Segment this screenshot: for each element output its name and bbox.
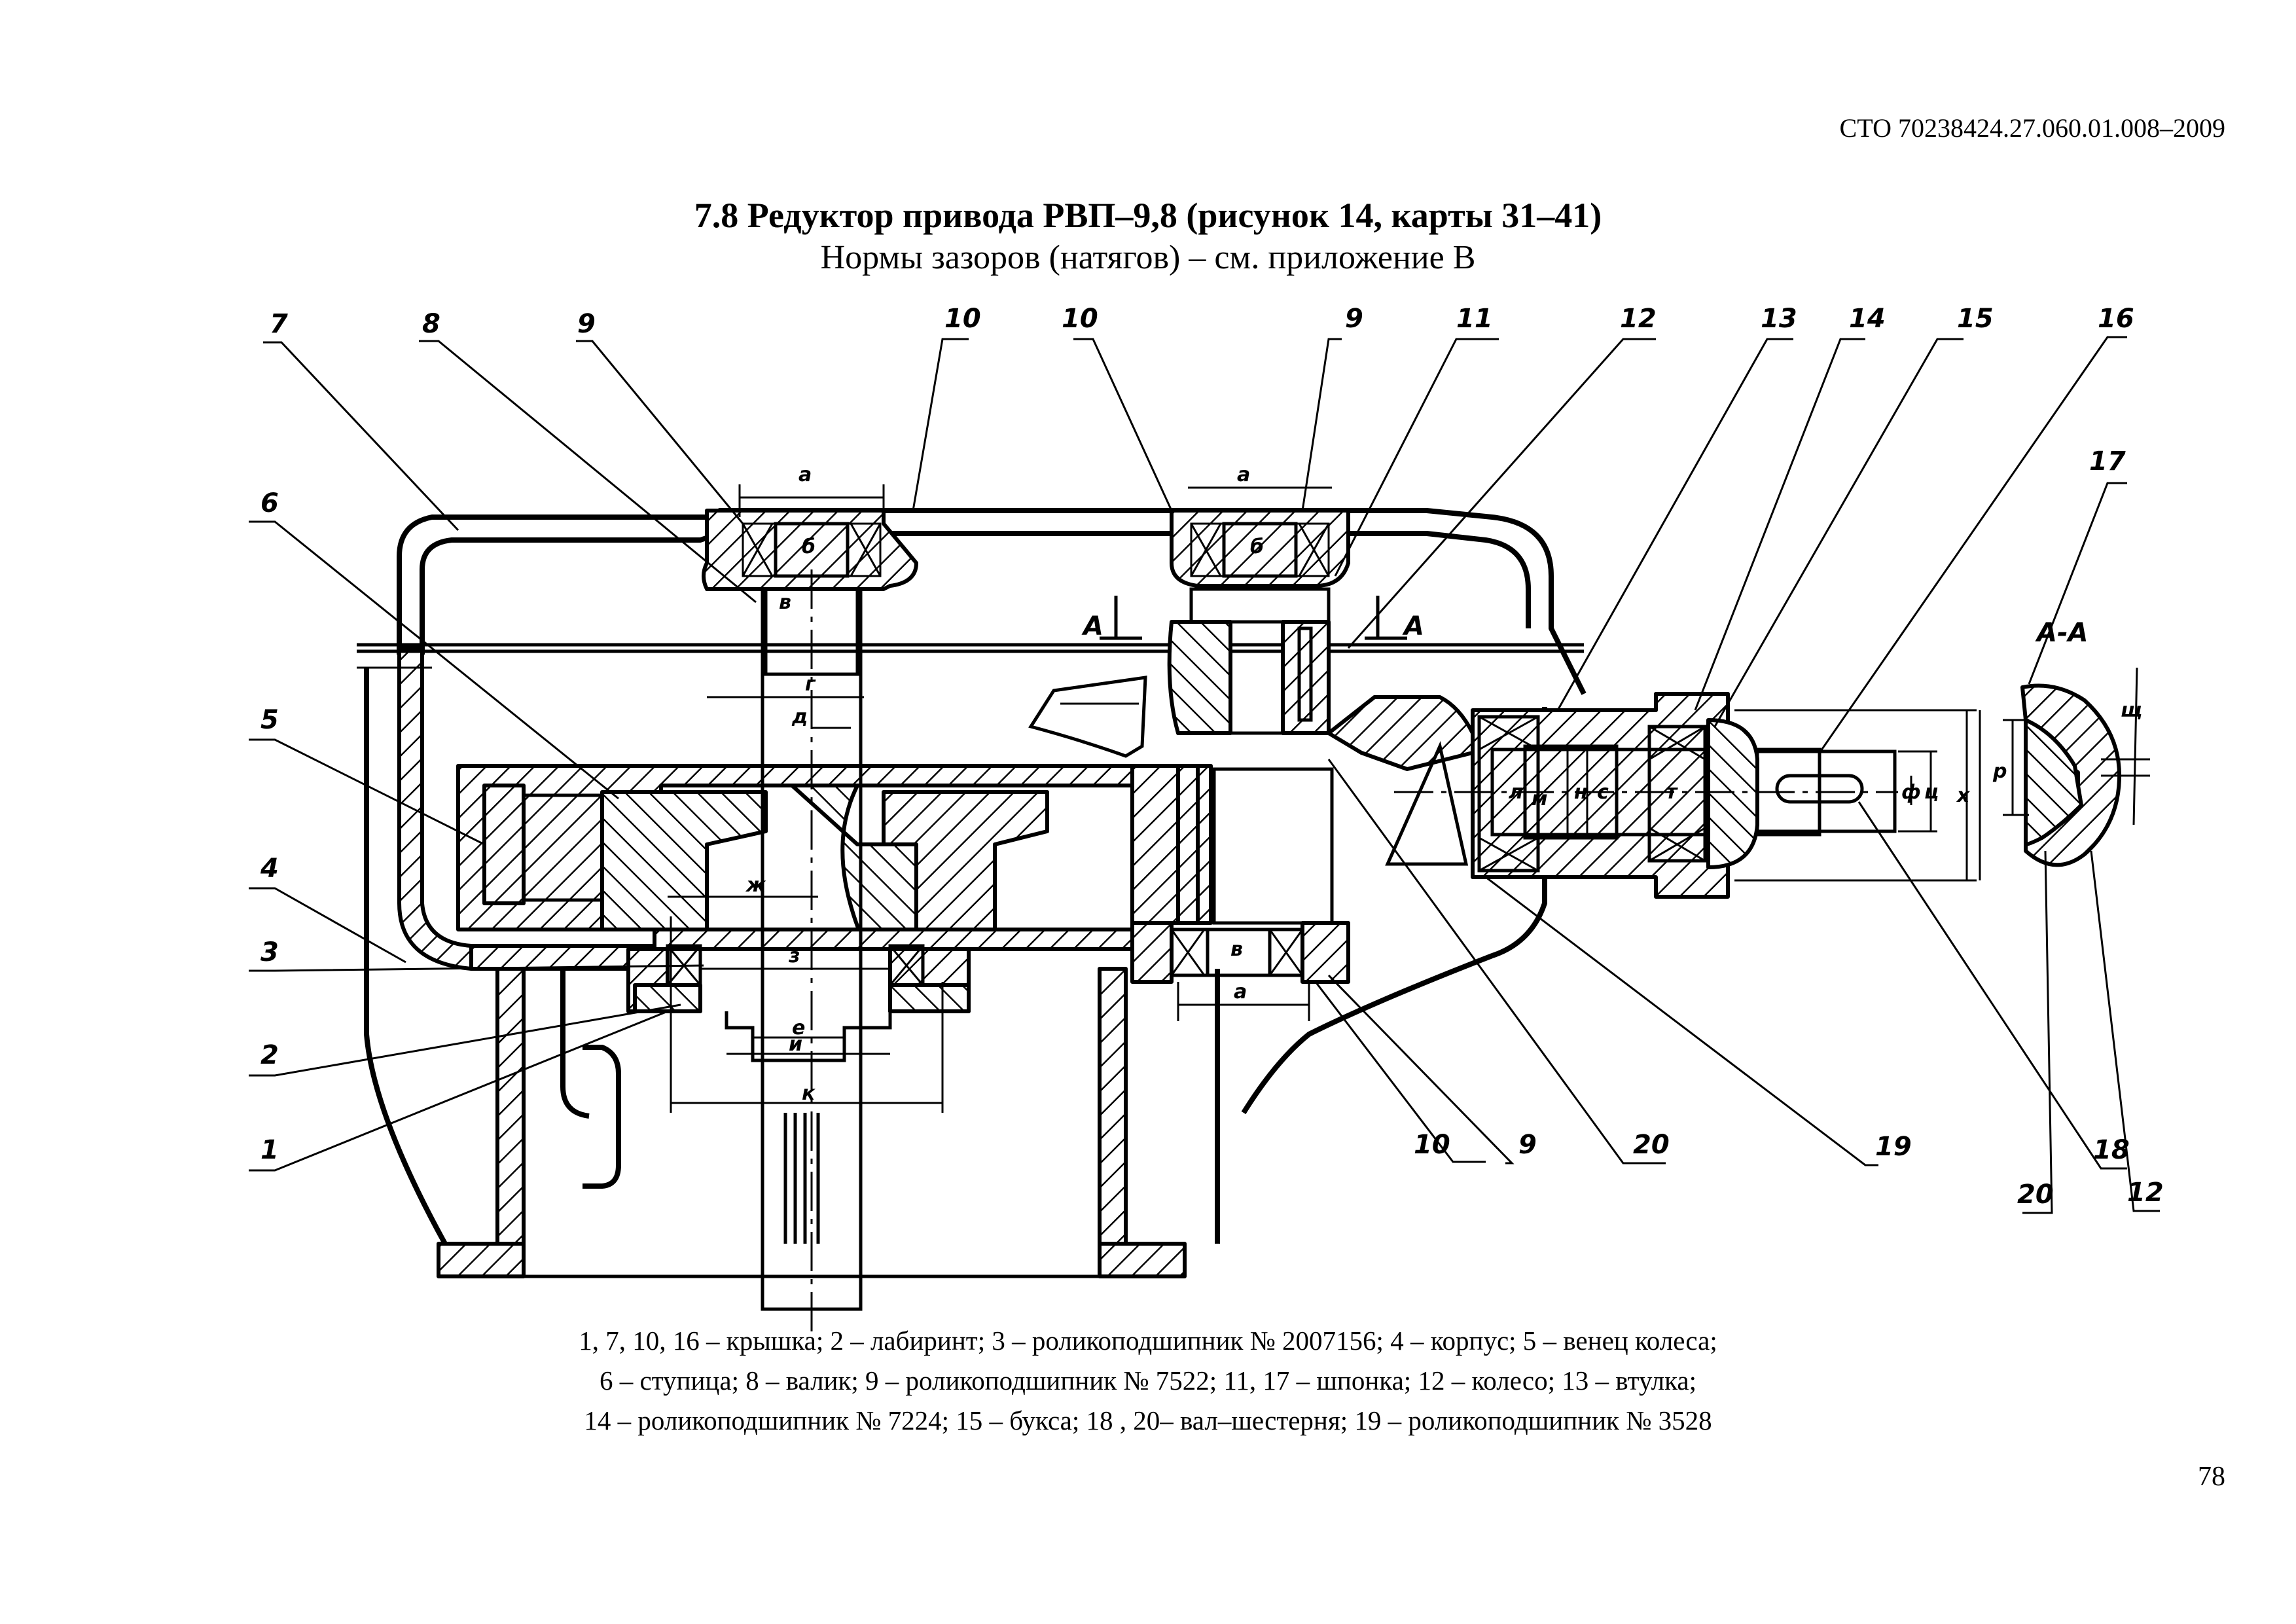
section-subtitle: Нормы зазоров (натягов) – см. приложение…: [820, 239, 1476, 276]
split-line: [357, 643, 1584, 669]
callout-2: 2: [260, 1040, 279, 1070]
dim-label-v: в: [779, 591, 791, 614]
lower-right-bearing-assembly: а в: [1130, 921, 1350, 1021]
dim-label-n: н: [1574, 781, 1588, 804]
callout-9b: 9: [1345, 304, 1363, 334]
callout-14: 14: [1849, 304, 1886, 334]
callout-7: 7: [270, 309, 288, 339]
dim-label-a-right: а: [1237, 463, 1250, 486]
part-callouts: 7 8 9 10 10 9 11 12 13 14 15 16 17 6 5 4…: [260, 304, 2164, 1210]
dim-label-z: з: [788, 945, 800, 967]
bevel-gear: [1028, 676, 1475, 866]
dim-label-f: ф: [1901, 781, 1921, 804]
dim-label-b: б: [802, 535, 816, 558]
dim-label-a-lower: а: [1234, 981, 1247, 1003]
legend-line: 6 – ступица; 8 – валик; 9 – роликоподшип…: [599, 1365, 1697, 1396]
figure-legend: 1, 7, 10, 16 – крышка; 2 – лабиринт; 3 –…: [0, 1321, 2296, 1441]
section-view-a-a: А-А р щ: [1979, 618, 2150, 880]
callout-10: 10: [944, 304, 981, 334]
callout-10b: 10: [1062, 304, 1098, 334]
legend-line: 1, 7, 10, 16 – крышка; 2 – лабиринт; 3 –…: [579, 1326, 1717, 1356]
callout-6: 6: [260, 488, 279, 518]
dim-label-l: л: [1509, 781, 1523, 804]
callout-12b: 12: [2127, 1178, 2164, 1208]
dim-label-kh: х: [1956, 784, 1971, 807]
dim-label-p: р: [1992, 760, 2007, 783]
dim-label-shch: щ: [2121, 699, 2142, 722]
section-markers: А А: [1081, 596, 1424, 641]
callout-20b: 20: [2017, 1180, 2054, 1210]
callout-12: 12: [1620, 304, 1657, 334]
section-title: 7.8 Редуктор привода РВП–9,8 (рисунок 14…: [694, 196, 1602, 235]
section-marker-right: А: [1402, 611, 1424, 641]
dim-label-a: а: [798, 463, 812, 486]
dim-label-s: с: [1597, 781, 1609, 804]
ring-gear-and-hub: [456, 764, 1334, 951]
callout-1: 1: [260, 1135, 279, 1165]
dim-label-m: м: [1532, 787, 1548, 810]
bottom-bearing-assembly: з е и к: [626, 916, 971, 1244]
callout-16: 16: [2098, 304, 2134, 334]
callout-9c: 9: [1518, 1130, 1537, 1160]
dim-label-ts: ц: [1924, 781, 1939, 804]
callout-17: 17: [2089, 446, 2126, 477]
callout-20: 20: [1633, 1130, 1670, 1160]
housing-shell: [364, 508, 1587, 1278]
callout-4: 4: [260, 854, 279, 884]
callout-18: 18: [2093, 1135, 2130, 1165]
callout-13: 13: [1761, 304, 1797, 334]
callout-11: 11: [1456, 304, 1493, 334]
page-number: 78: [2198, 1462, 2225, 1492]
document-code: СТО 70238424.27.060.01.008–2009: [1839, 113, 2225, 143]
dim-label-i: и: [789, 1033, 802, 1056]
leader-lines: [249, 336, 2160, 1214]
dim-label-k: к: [802, 1082, 816, 1105]
section-view-label: А-А: [2035, 618, 2089, 648]
input-shaft-assembly: л м н с т ф ц х: [1394, 692, 1977, 899]
legend-line: 14 – роликоподшипник № 7224; 15 – букса;…: [584, 1405, 1712, 1435]
section-marker-left: А: [1081, 611, 1103, 641]
pinion-gear: [1167, 587, 1331, 735]
callout-15: 15: [1957, 304, 1994, 334]
dim-label-e: е: [792, 1017, 805, 1039]
dim-label-g: г: [805, 673, 816, 696]
dim-label-t: т: [1666, 781, 1678, 804]
dim-label-b-right: б: [1250, 535, 1264, 558]
callout-19: 19: [1875, 1132, 1912, 1162]
dim-label-v-lower: в: [1230, 938, 1243, 961]
vertical-shaft: г д ж: [668, 569, 864, 1335]
callout-8: 8: [422, 309, 440, 339]
dim-label-zh: ж: [745, 874, 766, 897]
top-right-bearing-assembly: а б: [1170, 463, 1350, 588]
dim-label-d: д: [791, 706, 808, 729]
callout-3: 3: [260, 937, 279, 967]
callout-10c: 10: [1414, 1130, 1450, 1160]
callout-9: 9: [577, 309, 596, 339]
top-left-bearing-assembly: а б в: [702, 463, 918, 676]
callout-5: 5: [260, 705, 279, 735]
